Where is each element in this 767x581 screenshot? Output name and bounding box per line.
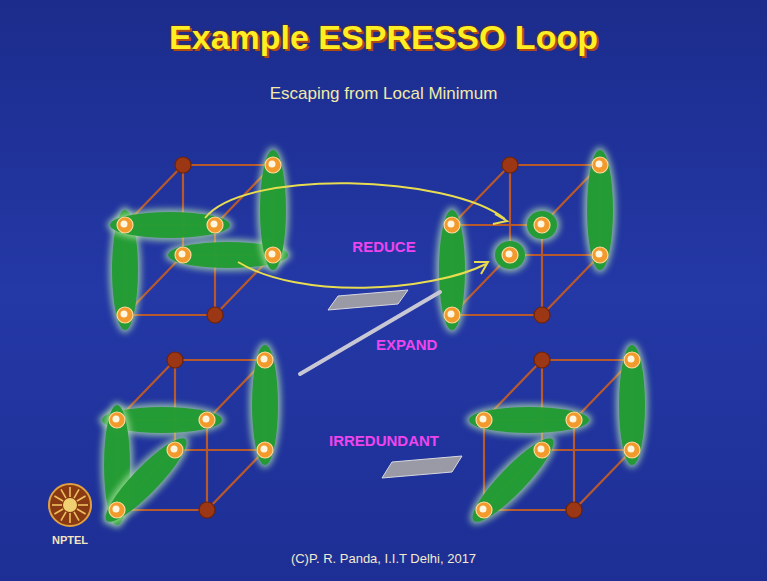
cube-cover — [616, 342, 648, 468]
cube-cover — [524, 208, 560, 242]
cube-edge — [510, 164, 600, 166]
minterm-vertex — [175, 247, 191, 263]
minterm-vertex — [592, 247, 608, 263]
zero-vertex — [175, 157, 191, 173]
cube-cover — [492, 238, 528, 272]
cube-edge — [207, 450, 265, 510]
cube-edge — [206, 420, 208, 510]
cube-cover — [436, 207, 468, 333]
zero-vertex — [199, 502, 215, 518]
cube-edge — [452, 314, 542, 316]
cube-edge — [542, 449, 632, 451]
cube-edge — [542, 255, 600, 315]
zero-vertex — [502, 157, 518, 173]
cube-cover — [460, 426, 566, 534]
minterm-vertex — [624, 442, 640, 458]
minterm-vertex — [444, 307, 460, 323]
copyright-caption: (C)P. R. Panda, I.I.T Delhi, 2017 — [0, 551, 767, 566]
cube-edge — [175, 449, 265, 451]
minterm-vertex — [534, 442, 550, 458]
minterm-vertex — [199, 412, 215, 428]
minterm-vertex — [257, 352, 273, 368]
cube-cover — [257, 147, 289, 273]
step-label: IRREDUNDANT — [300, 432, 468, 449]
minterm-vertex — [265, 157, 281, 173]
zero-vertex — [534, 352, 550, 368]
boolean-cube — [460, 342, 648, 534]
minterm-vertex — [476, 502, 492, 518]
step-arrow — [328, 290, 408, 310]
subtitle: Escaping from Local Minimum — [0, 84, 767, 104]
slide-title: Example ESPRESSO Loop — [0, 18, 767, 57]
minterm-vertex — [566, 412, 582, 428]
boolean-cube — [436, 147, 616, 333]
minterm-vertex — [502, 247, 518, 263]
step-arrow — [382, 456, 462, 478]
minterm-vertex — [265, 247, 281, 263]
cube-edge — [175, 359, 265, 361]
pen-annotation — [205, 183, 507, 288]
boolean-cube — [93, 342, 281, 534]
minterm-vertex — [117, 307, 133, 323]
cube-cover — [584, 147, 616, 273]
step-label: REDUCE — [334, 238, 434, 255]
cube-edge — [542, 359, 632, 361]
cube-edge — [574, 450, 632, 510]
zero-vertex — [566, 502, 582, 518]
logo-text: NPTEL — [30, 534, 110, 546]
minterm-vertex — [592, 157, 608, 173]
cube-edge — [125, 314, 215, 316]
cube-edge — [183, 164, 273, 166]
minterm-vertex — [444, 217, 460, 233]
minterm-vertex — [476, 412, 492, 428]
zero-vertex — [207, 307, 223, 323]
cube-cover — [249, 342, 281, 468]
minterm-vertex — [167, 442, 183, 458]
zero-vertex — [167, 352, 183, 368]
minterm-vertex — [117, 217, 133, 233]
cube-cover — [466, 404, 592, 436]
minterm-vertex — [207, 217, 223, 233]
cube-cover — [93, 426, 199, 534]
minterm-vertex — [257, 442, 273, 458]
minterm-vertex — [109, 502, 125, 518]
cube-edge — [573, 420, 575, 510]
step-label: EXPAND — [376, 336, 466, 353]
boolean-cube — [107, 147, 291, 333]
minterm-vertex — [109, 412, 125, 428]
minterm-vertex — [624, 352, 640, 368]
cube-cover — [107, 209, 233, 241]
step-arrow — [300, 292, 440, 374]
zero-vertex — [534, 307, 550, 323]
nptel-emblem — [49, 484, 91, 526]
minterm-vertex — [534, 217, 550, 233]
